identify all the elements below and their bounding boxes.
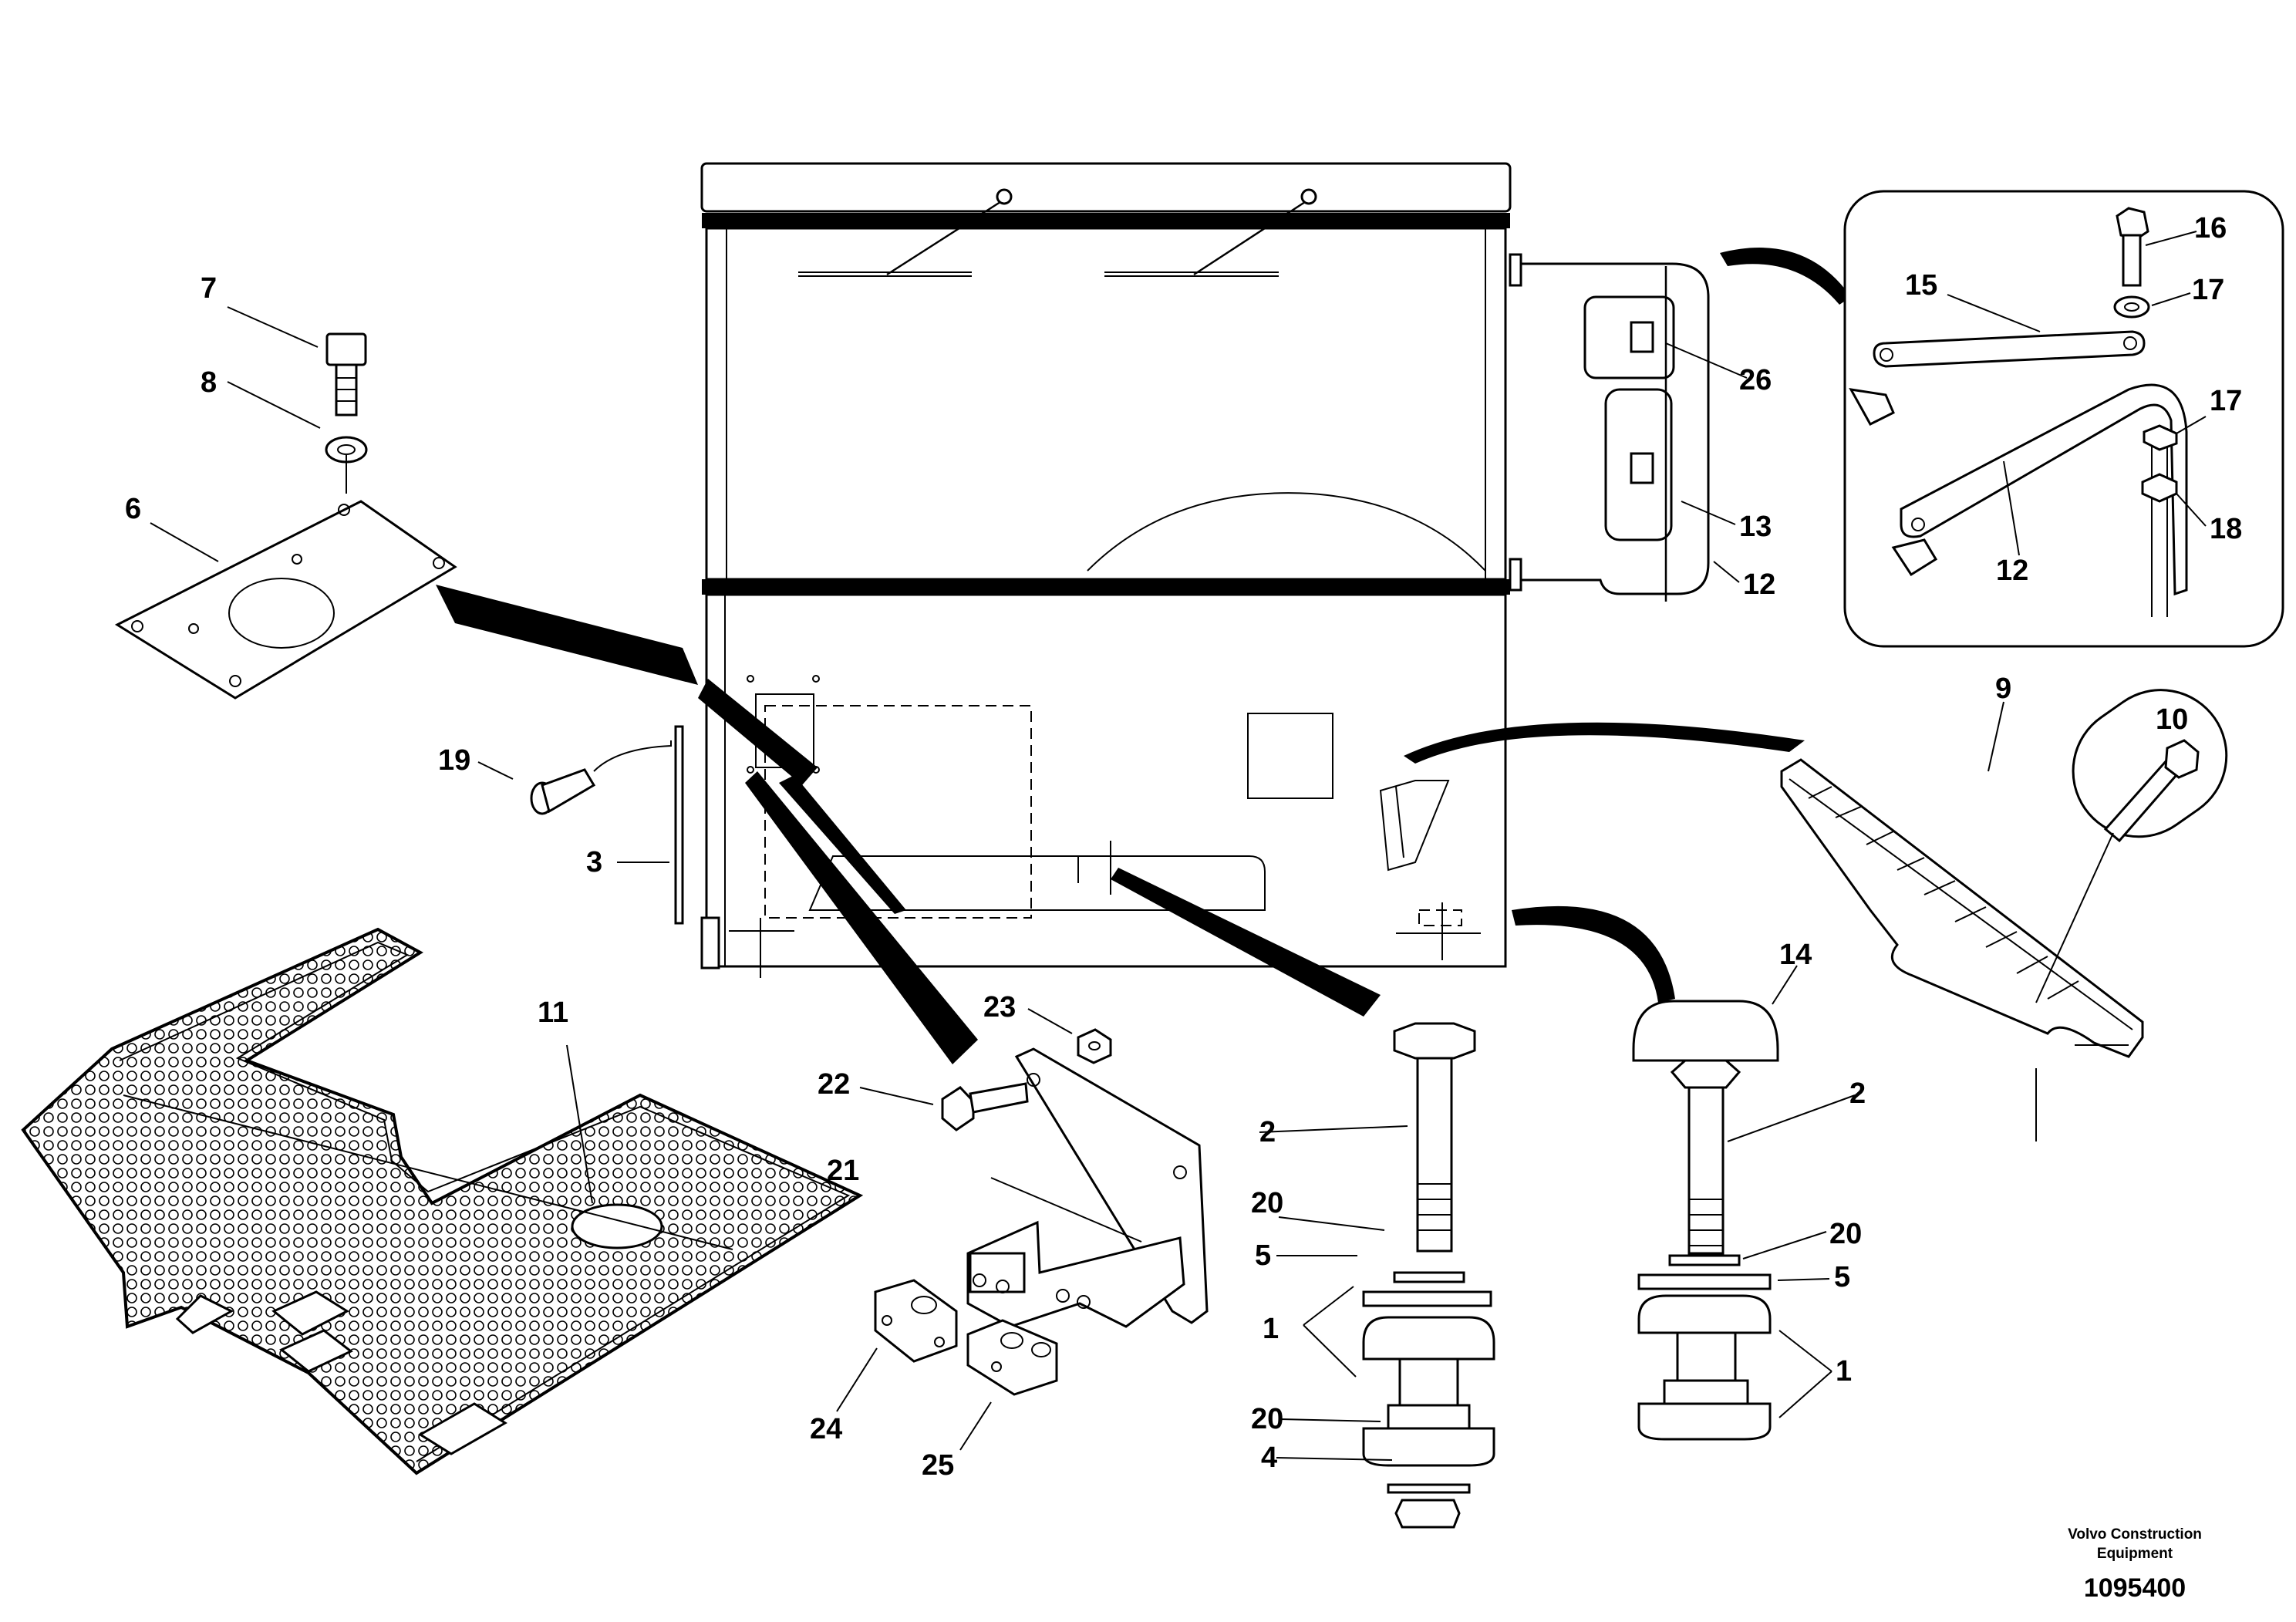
- cab-mount-left: [1362, 1022, 1495, 1529]
- callout-17-top: 17: [2192, 274, 2224, 306]
- wiper-left: [798, 188, 1013, 277]
- callout-15: 15: [1905, 269, 1937, 302]
- callout-4: 4: [1261, 1442, 1277, 1474]
- callout-7: 7: [201, 272, 217, 305]
- floor-mat: [21, 927, 864, 1475]
- callout-20-right: 20: [1829, 1218, 1862, 1250]
- document-number: 1095400: [2084, 1573, 2186, 1603]
- step-bolt-bubble: [2035, 689, 2228, 1003]
- callout-12-cab: 12: [1743, 568, 1775, 601]
- callout-25: 25: [922, 1449, 954, 1482]
- callout-22: 22: [818, 1068, 850, 1101]
- clamp-25: [966, 1319, 1058, 1396]
- callout-17-mid: 17: [2210, 385, 2242, 417]
- callout-19: 19: [438, 744, 470, 777]
- callout-24: 24: [810, 1413, 842, 1445]
- callout-13: 13: [1739, 511, 1772, 543]
- footer: Volvo Construction Equipment 1095400: [2068, 1526, 2202, 1603]
- bolt-22: [941, 1082, 1029, 1131]
- panel-3: [674, 725, 684, 925]
- bolt-7: [325, 332, 367, 416]
- callout-2-left: 2: [1259, 1116, 1276, 1148]
- clamp-24: [874, 1279, 958, 1363]
- cab-mount-right: [1632, 1000, 1779, 1441]
- mirror-assembly: [1509, 253, 1710, 602]
- callout-21: 21: [827, 1155, 859, 1187]
- callout-5-right: 5: [1834, 1261, 1850, 1293]
- callout-labels: 7 8 6 19 3 11 23 22 21 24 25 2 20 5 1 20…: [125, 212, 2242, 1482]
- callout-5-left: 5: [1255, 1239, 1271, 1272]
- cab-assembly: [700, 162, 1512, 978]
- callout-18: 18: [2210, 513, 2242, 545]
- washer-8: [325, 436, 368, 464]
- callout-20-top: 20: [1251, 1187, 1283, 1219]
- callout-1-right: 1: [1836, 1355, 1852, 1388]
- screw-19: [530, 768, 596, 815]
- callout-2-right: 2: [1849, 1077, 1866, 1110]
- wiper-right: [1104, 188, 1317, 277]
- callout-20-bottom: 20: [1251, 1403, 1283, 1435]
- callout-16: 16: [2194, 212, 2227, 244]
- leader-lines: [150, 231, 2207, 1461]
- company-name-line2: Equipment: [2097, 1546, 2173, 1562]
- callout-10: 10: [2156, 703, 2188, 736]
- callout-8: 8: [201, 366, 217, 399]
- callout-23: 23: [983, 991, 1016, 1023]
- callout-11: 11: [538, 996, 568, 1029]
- callout-26: 26: [1739, 364, 1772, 396]
- nut-23: [1077, 1028, 1112, 1064]
- mirror-detail-bubble: [1843, 190, 2284, 648]
- step-9: [1780, 758, 2144, 1141]
- callout-14: 14: [1779, 939, 1812, 971]
- callout-6: 6: [125, 493, 141, 525]
- callout-3: 3: [586, 846, 602, 878]
- mounting-plate: [114, 500, 457, 700]
- callout-1-left: 1: [1263, 1313, 1279, 1345]
- bracket-21: [966, 1047, 1209, 1328]
- plate-pointer-wedge: [436, 585, 698, 685]
- callout-12-detail: 12: [1996, 555, 2028, 587]
- company-name-line1: Volvo Construction: [2068, 1526, 2202, 1543]
- callout-9: 9: [1995, 673, 2011, 705]
